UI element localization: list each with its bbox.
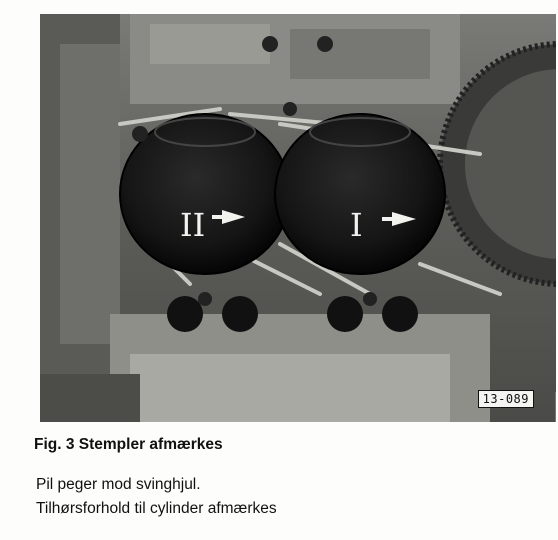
cylinder-mark-1: I <box>350 206 363 244</box>
cylinder-mark-2: II <box>180 206 205 244</box>
caption-body-line-1: Pil peger mod svinghjul. <box>36 476 201 493</box>
figure-reference-label: 13-089 <box>477 390 534 408</box>
caption-body-line-2: Tilhørsforhold til cylinder afmærkes <box>36 500 277 517</box>
engine-photo-illustration: II I <box>40 14 556 422</box>
engine-photo: II I 13-089 <box>40 14 556 422</box>
figure-caption: Fig. 3 Stempler afmærkes <box>34 436 223 453</box>
margin-mark <box>555 392 556 422</box>
